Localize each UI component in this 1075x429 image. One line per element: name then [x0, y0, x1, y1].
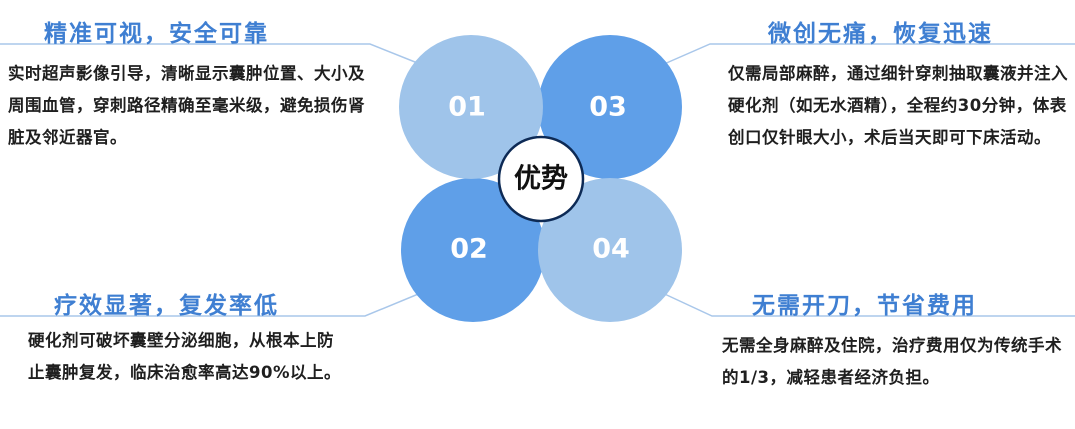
item-01-title: 精准可视，安全可靠: [44, 21, 269, 47]
petal-02: [401, 178, 545, 322]
item-04-title: 无需开刀，节省费用: [752, 293, 977, 319]
item-04-text: 无需全身麻醉及住院，治疗费用仅为传统手术的1/3，减轻患者经济负担。: [722, 336, 1062, 387]
petal-number-02: 02: [450, 234, 488, 265]
item-03-title: 微创无痛，恢复迅速: [768, 21, 993, 47]
item-03-text: 仅需局部麻醉，通过细针穿刺抽取囊液并注入硬化剂（如无水酒精），全程约30分钟，体…: [728, 64, 1068, 147]
petal-01: [399, 35, 543, 179]
petal-number-01: 01: [448, 92, 486, 123]
item-01-text: 实时超声影像引导，清晰显示囊肿位置、大小及周围血管，穿刺路径精确至毫米级，避免损…: [8, 64, 365, 147]
connector-line-04: [655, 289, 1075, 317]
petal-04: [538, 178, 682, 322]
connector-line-01: [0, 43, 431, 69]
center-circle: [497, 135, 585, 223]
petal-number-04: 04: [592, 234, 630, 265]
item-02-text: 硬化剂可破坏囊壁分泌细胞，从根本上防止囊肿复发，临床治愈率高达90%以上。: [28, 331, 341, 382]
item-02-title: 疗效显著，复发率低: [54, 293, 279, 319]
petal-03: [538, 35, 682, 179]
connector-line-02: [0, 289, 429, 317]
connector-line-03: [654, 43, 1075, 69]
center-label: 优势: [514, 164, 568, 195]
petal-number-03: 03: [589, 92, 627, 123]
